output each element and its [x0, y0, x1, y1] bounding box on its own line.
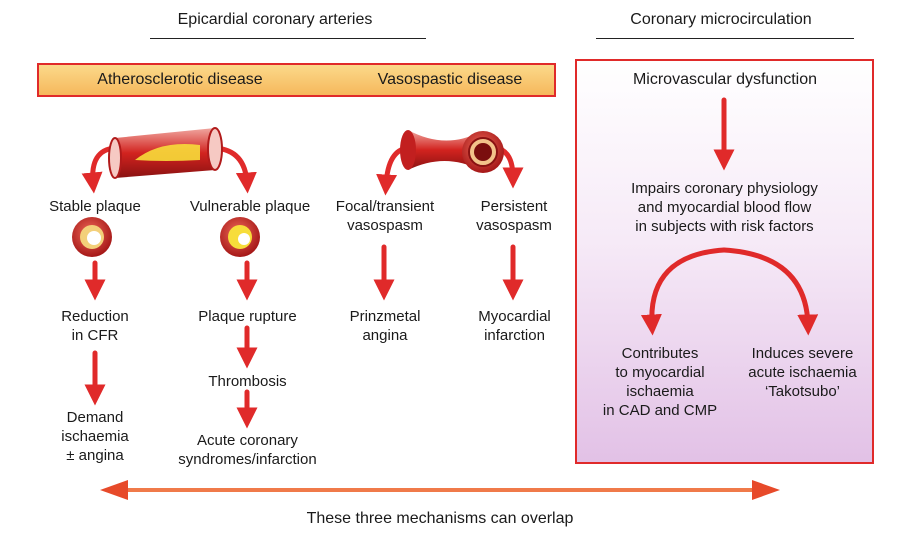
- atherosclerotic-label: Atherosclerotic disease: [97, 71, 263, 88]
- atherosclerotic-vessel-icon: [108, 127, 223, 179]
- microvascular-title: Microvascular dysfunction: [632, 71, 818, 88]
- thrombosis-label: Thrombosis: [208, 373, 287, 390]
- epicardial-underline: [150, 38, 426, 39]
- epicardial-header: Epicardial coronary arteries: [177, 11, 373, 28]
- stable-plaque-icon: [72, 217, 112, 257]
- arrow-to-contributes: [640, 247, 727, 336]
- micro-underline: [596, 38, 854, 39]
- arrow-to-induces: [721, 247, 819, 336]
- microcirculation-header: Coronary microcirculation: [630, 11, 812, 28]
- vasospastic-label: Vasospastic disease: [377, 71, 523, 88]
- plaque-rupture-label: Plaque rupture: [198, 308, 297, 325]
- vulnerable-plaque-label: Vulnerable plaque: [189, 198, 311, 215]
- vasospastic-vessel-icon: [400, 130, 504, 173]
- overlap-arrow: [100, 480, 780, 500]
- stable-plaque-label: Stable plaque: [49, 198, 141, 215]
- epicardial-category-box: [37, 63, 556, 97]
- overlap-caption: These three mechanisms can overlap: [306, 510, 574, 527]
- vulnerable-plaque-icon: [220, 217, 260, 257]
